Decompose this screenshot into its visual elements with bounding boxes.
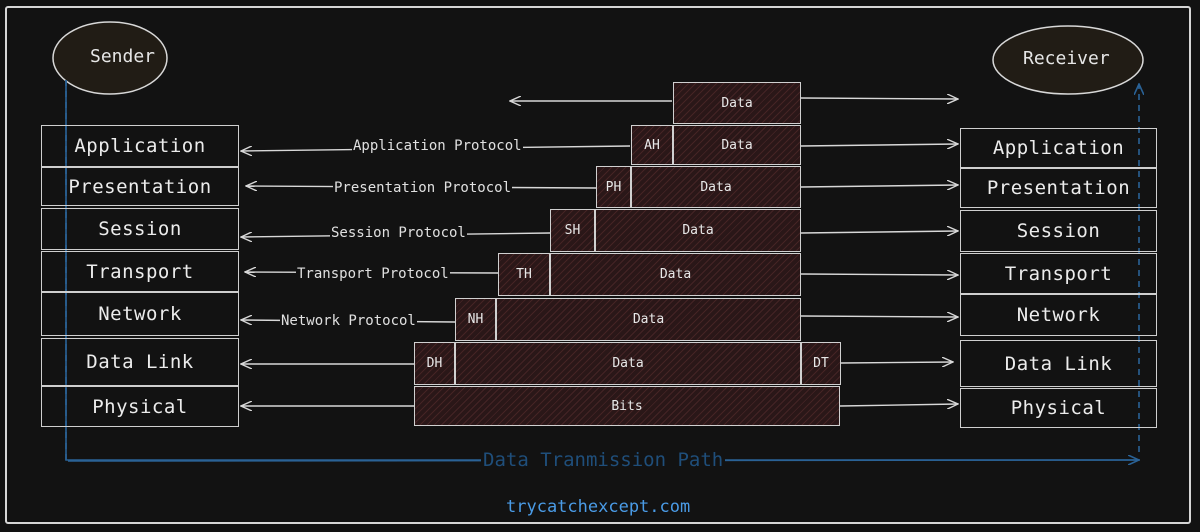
payload-presentation: Data: [631, 166, 801, 208]
header-sh: SH: [550, 209, 595, 252]
right-arrow-presentation: [800, 185, 958, 187]
right-arrow-network: [800, 316, 958, 317]
receiver-ellipse: [992, 25, 1144, 95]
diagram-frame: [5, 6, 1191, 524]
payload-session: Data: [595, 209, 801, 252]
right-arrow-session: [800, 231, 958, 233]
protocol-label-network: Network Protocol: [280, 313, 417, 329]
sender-layer-application: Application: [41, 125, 239, 167]
payload-application: Data: [673, 125, 801, 165]
payload-datalink: Data: [455, 342, 801, 385]
footer-link[interactable]: trycatchexcept.com: [506, 497, 691, 517]
receiver-layer-network: Network: [960, 294, 1157, 336]
transmission-path-label: Data Tranmission Path: [481, 449, 726, 471]
sender-ellipse: [52, 21, 168, 95]
header-th: TH: [498, 253, 550, 296]
header-ah: AH: [631, 125, 673, 165]
receiver-layer-application: Application: [960, 128, 1157, 168]
protocol-label-session: Session Protocol: [330, 225, 467, 241]
trailer-dt: DT: [801, 342, 841, 385]
top-data-block: Data: [673, 82, 801, 124]
payload-network: Data: [496, 298, 801, 341]
sender-layer-session: Session: [41, 208, 239, 250]
header-nh: NH: [455, 298, 496, 341]
right-arrow-datalink: [840, 362, 953, 363]
sender-label: Sender: [90, 46, 156, 67]
payload-transport: Data: [550, 253, 801, 296]
sender-layer-datalink: Data Link: [41, 338, 239, 386]
header-dh: DH: [414, 342, 455, 385]
receiver-layer-transport: Transport: [960, 253, 1157, 294]
receiver-layer-presentation: Presentation: [960, 168, 1157, 208]
right-arrow-physical: [839, 404, 958, 406]
right-arrow-application: [800, 144, 958, 146]
receiver-layer-physical: Physical: [960, 388, 1157, 428]
sender-layer-physical: Physical: [41, 386, 239, 427]
protocol-label-presentation: Presentation Protocol: [333, 180, 513, 196]
sender-layer-network: Network: [41, 292, 239, 336]
receiver-layer-datalink: Data Link: [960, 340, 1157, 387]
protocol-label-transport: Transport Protocol: [296, 266, 450, 282]
top-right-arrow: [800, 98, 958, 99]
sender-layer-transport: Transport: [41, 251, 239, 292]
receiver-layer-session: Session: [960, 210, 1157, 252]
right-arrow-transport: [800, 274, 958, 275]
sender-layer-presentation: Presentation: [41, 167, 239, 206]
bits-block: Bits: [414, 386, 840, 426]
header-ph: PH: [596, 166, 631, 208]
protocol-label-application: Application Protocol: [352, 138, 523, 154]
receiver-label: Receiver: [1023, 48, 1110, 69]
